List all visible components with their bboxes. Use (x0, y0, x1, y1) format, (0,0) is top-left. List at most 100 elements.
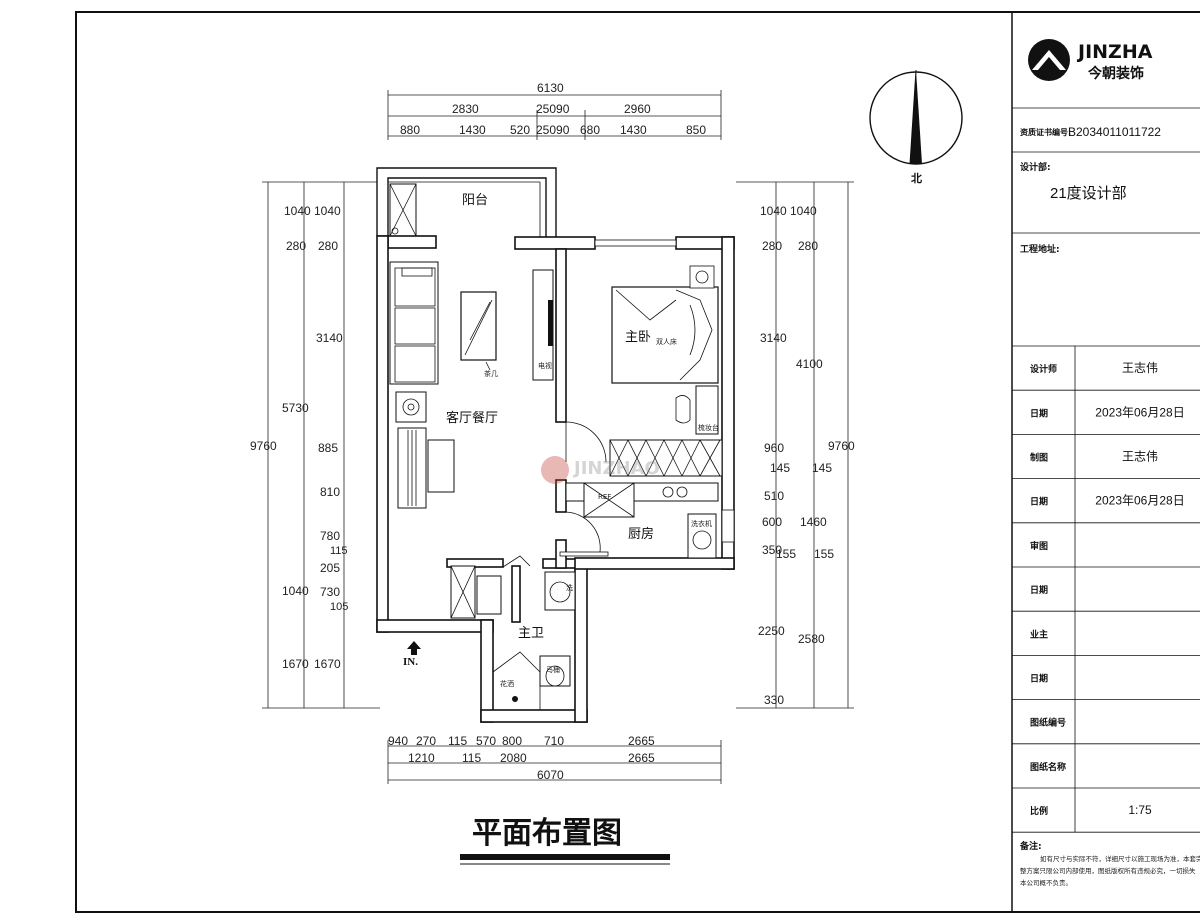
dim-right-4: 280 (798, 239, 818, 253)
title-block-row-value: 王志伟 (1122, 361, 1158, 375)
dim-top-d2: 1430 (459, 123, 486, 137)
kitchen-door-swing (565, 511, 601, 553)
dim-right-11: 350 (762, 543, 782, 557)
dim-right-5: 3140 (760, 331, 787, 345)
dim-bottom-b2: 115 (462, 751, 481, 765)
notes-label: 备注: (1019, 840, 1042, 852)
notes-line-1: 如有尺寸与实际不符，详细尺寸以施工现场为准，本套完 (1040, 854, 1200, 863)
title-block-row-label: 制图 (1030, 452, 1048, 464)
dim-top-d5: 680 (580, 123, 600, 137)
dim-bottom-a1: 940 (388, 734, 408, 748)
dresser: 梳妆台 (675, 385, 719, 435)
dim-left-9: 115 (330, 545, 348, 557)
toilet: 马桶 (539, 655, 571, 687)
bottom-dimensions: 940 270 115 570 800 710 2665 1210 115 20… (387, 734, 722, 784)
side-table (395, 391, 427, 423)
dim-right-mid-3: 2580 (798, 632, 825, 646)
south-wall-left (376, 619, 494, 633)
top-dimensions: 6130 2830 25090 2960 880 1430 520 25090 … (387, 81, 722, 140)
kitchen-counter: REF. 洗衣机 (565, 482, 719, 559)
title-block-row-label: 日期 (1030, 584, 1048, 596)
dim-bottom-a7: 2665 (628, 734, 655, 748)
dim-top-d3: 520 (510, 123, 530, 137)
dining-cabinet (397, 427, 427, 509)
dim-top-d6: 1430 (620, 123, 647, 137)
watermark: JINZHAO (541, 456, 660, 484)
room-living-dining: 客厅餐厅 (446, 410, 498, 426)
dim-left-total: 9760 (250, 439, 277, 453)
dim-top-total: 6130 (537, 81, 564, 95)
title-block-row-label: 日期 (1030, 407, 1048, 419)
dim-bottom-a3: 115 (448, 734, 467, 748)
dim-right-15: 330 (764, 693, 784, 707)
dim-left-1: 1040 (284, 204, 311, 218)
balcony-cabinet (389, 183, 417, 237)
dim-top-c: 2960 (624, 102, 651, 116)
floor-plan: 茶几 电视 双人床 (376, 167, 735, 723)
double-bed-label: 双人床 (656, 337, 677, 346)
dim-right-3: 280 (762, 239, 782, 253)
watermark-text: JINZHAO (572, 458, 660, 479)
title-block-row-value: 2023年06月28日 (1095, 494, 1184, 508)
notes-line-2: 整方案只限公司内部使用，图纸版权所有违规必究，一切损失 (1020, 866, 1196, 875)
dim-right-14: 2250 (758, 624, 785, 638)
dim-left-mid-1: 5730 (282, 401, 309, 415)
bath-south-wall (480, 709, 588, 723)
dim-right-8: 145 (812, 461, 832, 475)
left-dimensions: 9760 5730 1040 1670 1040 1040 280 280 31… (250, 181, 380, 709)
title-block-row-label: 比例 (1030, 805, 1048, 817)
room-master-bath: 主卫 (518, 626, 544, 641)
toilet-label: 马桶 (546, 665, 560, 674)
right-dimensions: 1040 1040 280 280 3140 960 145 145 510 6… (736, 181, 855, 709)
dim-right-13: 155 (814, 547, 834, 561)
bath-inner-wall (511, 565, 521, 623)
dining-table (427, 439, 455, 493)
tea-table-label: 茶几 (484, 369, 498, 378)
bath-west-wall (480, 619, 494, 723)
dim-left-2: 1040 (314, 204, 341, 218)
double-bed: 双人床 (611, 265, 719, 384)
kitchen-south-wall (574, 557, 735, 570)
plan-title: 平面布置图 (472, 816, 622, 851)
balcony-partition-right (514, 236, 596, 250)
title-block-row-label: 图纸编号 (1030, 717, 1066, 729)
title-block-row-label: 图纸名称 (1030, 761, 1066, 773)
left-exterior-wall (376, 235, 389, 633)
dim-bottom-b1: 1210 (408, 751, 435, 765)
north-compass: 北 (869, 69, 963, 185)
washer-label: 洗衣机 (691, 519, 712, 528)
sofa (389, 261, 439, 385)
bath-cabinet (450, 555, 531, 619)
dim-right-1: 1040 (760, 204, 787, 218)
cert-number: B2034011011722 (1068, 125, 1161, 139)
dim-left-11: 730 (320, 585, 340, 599)
dim-top-d1: 880 (400, 123, 420, 137)
dim-top-b: 25090 (536, 102, 570, 116)
bedroom-window (594, 239, 677, 247)
wash-basin: 洗 (544, 571, 576, 611)
shower-label: 花洒 (500, 679, 514, 688)
shower: 花洒 (492, 651, 541, 711)
entrance-label: IN. (403, 656, 418, 668)
room-balcony: 阳台 (462, 193, 488, 208)
title-block-row-label: 审图 (1030, 540, 1048, 552)
project-address-label: 工程地址: (1020, 243, 1060, 255)
title-block-row-value: 1:75 (1128, 803, 1152, 817)
tea-table: 茶几 (460, 291, 498, 378)
cert-label: 资质证书编号: (1020, 127, 1071, 137)
dim-left-10: 205 (320, 561, 340, 575)
dim-left-3: 280 (286, 239, 306, 253)
dim-bottom-a4: 570 (476, 734, 496, 748)
room-kitchen: 厨房 (628, 526, 654, 542)
dim-right-6: 960 (764, 441, 784, 455)
kitchen-window (721, 509, 735, 543)
tv-unit: 电视 (532, 269, 554, 381)
basin-label: 洗 (566, 583, 573, 592)
design-dept-value: 21度设计部 (1050, 185, 1127, 202)
design-dept-label: 设计部: (1020, 161, 1051, 173)
dresser-label: 梳妆台 (698, 423, 719, 432)
entrance-marker: IN. (403, 641, 421, 668)
dim-left-8: 780 (320, 529, 340, 543)
title-block-row-label: 业主 (1030, 628, 1048, 640)
